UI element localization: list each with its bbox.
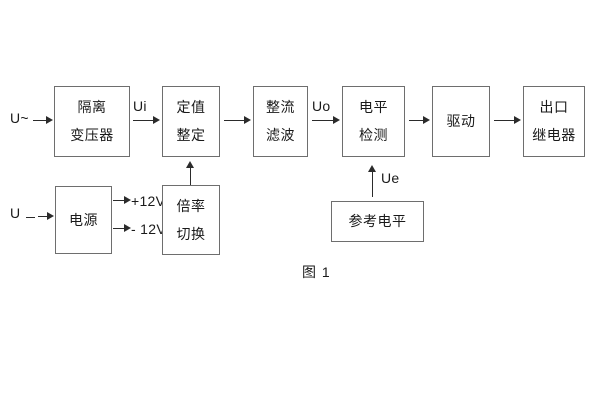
block-rectify-filter-line2: 滤波 — [266, 127, 295, 143]
signal-label-uo: Uo — [312, 98, 331, 114]
figure-caption: 图 1 — [302, 264, 331, 280]
block-ratio-switch[interactable]: 倍率 切换 — [162, 185, 220, 255]
block-drive-line1: 驱动 — [446, 113, 476, 130]
arrow-input-to-power-supply — [38, 212, 54, 221]
block-ratio-switch-line1: 倍率 — [176, 197, 206, 214]
block-rectify-filter-line1: 整流 — [266, 99, 295, 116]
rail-label-plus12v: +12V — [131, 193, 166, 209]
block-reference-level[interactable]: 参考电平 — [331, 201, 424, 242]
block-power-supply-line1: 电源 — [69, 211, 98, 228]
block-isolation-transformer-line2: 变压器 — [70, 127, 114, 143]
arrow-power-supply-plus12v — [113, 196, 131, 205]
block-output-relay[interactable]: 出口 继电器 — [523, 86, 585, 157]
block-drive[interactable]: 驱动 — [432, 86, 490, 157]
block-power-supply[interactable]: 电源 — [55, 186, 112, 254]
block-level-detection-line2: 检测 — [359, 127, 388, 143]
block-isolation-transformer-line1: 隔离 — [77, 99, 107, 116]
arrow-input-to-isolation-transformer — [33, 116, 53, 125]
block-reference-level-line1: 参考电平 — [348, 213, 407, 230]
block-level-detection-line1: 电平 — [359, 99, 388, 116]
dc-dash-marker — [26, 217, 35, 219]
arrow-power-supply-minus12v — [113, 224, 131, 233]
block-output-relay-line1: 出口 — [539, 99, 569, 116]
arrow-level-detection-to-drive — [409, 116, 431, 125]
block-ratio-switch-line2: 切换 — [176, 225, 206, 242]
block-setting-value-line1: 定值 — [176, 99, 206, 116]
arrow-isolation-transformer-to-setting-value — [133, 116, 161, 125]
arrow-ratio-switch-to-setting-value — [186, 161, 195, 185]
signal-label-ue: Ue — [381, 170, 400, 186]
arrow-rectify-filter-to-level-detection — [312, 116, 341, 125]
rail-label-minus12v: - 12V — [131, 221, 166, 237]
block-rectify-filter[interactable]: 整流 滤波 — [253, 86, 308, 157]
arrow-drive-to-output-relay — [494, 116, 522, 125]
input-label-ac: U~ — [10, 110, 29, 126]
signal-label-ui: Ui — [133, 98, 147, 114]
arrow-setting-value-to-rectify-filter — [224, 116, 252, 125]
block-setting-value[interactable]: 定值 整定 — [162, 86, 220, 157]
input-label-dc: U — [10, 205, 21, 221]
arrow-reference-level-to-level-detection — [368, 165, 377, 197]
block-level-detection[interactable]: 电平 检测 — [342, 86, 405, 157]
block-isolation-transformer[interactable]: 隔离 变压器 — [54, 86, 130, 157]
block-setting-value-line2: 整定 — [176, 127, 206, 143]
block-output-relay-line2: 继电器 — [532, 127, 576, 143]
